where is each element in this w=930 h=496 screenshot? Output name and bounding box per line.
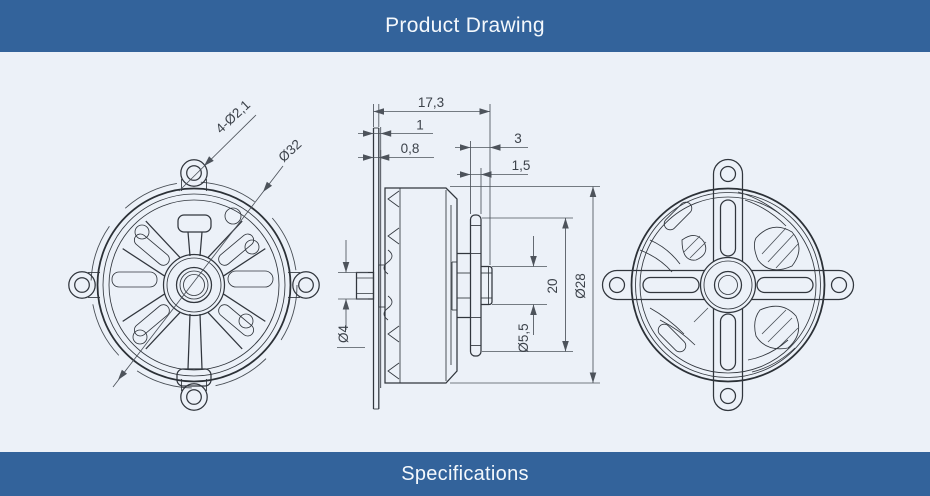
- side-view: 17,3 1 0,8 3: [336, 95, 600, 410]
- dim-flange-thickness-label: 0,8: [401, 141, 420, 156]
- dim-step-label: 1: [416, 118, 424, 133]
- dim-prop-boss-diameter-label: Ø5,5: [516, 323, 531, 352]
- rear-shaft-stub: [355, 271, 375, 300]
- rear-hub: [699, 256, 757, 314]
- vent-holes: [132, 207, 260, 345]
- dim-shaft-protrusion-label: 3: [514, 131, 522, 146]
- rotor-spokes: [111, 220, 274, 350]
- prop-adapter-beam: [176, 214, 212, 387]
- dim-mount-plate-thickness-label: 1,5: [512, 158, 531, 173]
- dim-body-diameter: Ø28: [450, 186, 600, 384]
- bell-spokes: [639, 191, 800, 373]
- dim-mount-holes: 4-Ø2,1: [178, 97, 257, 192]
- drawing-area: 4-Ø2,1 Ø32: [0, 52, 930, 452]
- front-view: 4-Ø2,1 Ø32: [68, 97, 320, 411]
- dim-bolt-circle-label: Ø32: [275, 137, 304, 165]
- dim-mount-holes-label: 4-Ø2,1: [213, 97, 253, 136]
- dim-shaft-diameter-label: Ø4: [336, 325, 351, 344]
- dim-mount-plate-thickness: 1,5: [457, 158, 530, 214]
- prop-boss: [481, 265, 493, 306]
- dim-shaft-diameter: Ø4: [336, 240, 368, 348]
- dim-shaft-protrusion: 3: [455, 131, 528, 214]
- flange-plate: [372, 127, 386, 410]
- page-title: Product Drawing: [385, 14, 545, 37]
- dim-prop-boss-diameter: Ø5,5: [492, 236, 547, 353]
- header-banner: Product Drawing: [0, 0, 930, 52]
- footer-banner: Specifications: [0, 452, 930, 496]
- dim-slot-spacing: 20: [482, 217, 573, 352]
- shaft-hub: [162, 253, 226, 317]
- dim-step: 1: [358, 118, 433, 160]
- dim-overall-length: 17,3: [373, 95, 491, 265]
- rear-view: [601, 158, 855, 412]
- mounting-ears: [68, 159, 320, 411]
- cross-mount-plate: [469, 214, 482, 357]
- cross-mount-arms: [601, 158, 855, 412]
- footer-title: Specifications: [401, 462, 529, 485]
- shaft-collar: [457, 252, 471, 319]
- dim-slot-spacing-label: 20: [545, 278, 560, 293]
- dim-body-diameter-label: Ø28: [573, 273, 588, 299]
- flange-outline-circle: [90, 181, 298, 389]
- technical-drawing: 4-Ø2,1 Ø32: [68, 95, 855, 412]
- motor-body: [383, 187, 458, 384]
- dim-flange-thickness: 0,8: [358, 141, 434, 161]
- dim-overall-length-label: 17,3: [418, 95, 444, 110]
